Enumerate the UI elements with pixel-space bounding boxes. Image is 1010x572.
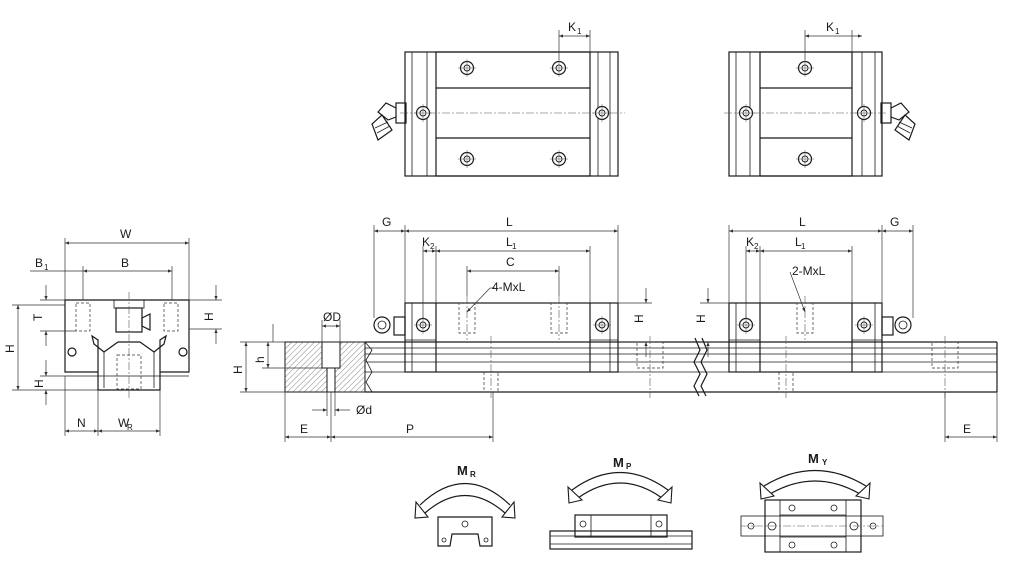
dim-h3-left: H [618,288,652,357]
svg-text:L: L [799,215,806,229]
side-view-block-right [728,296,912,373]
svg-text:1: 1 [835,27,840,36]
moment-mp: M P [549,455,693,550]
dim-g-left: G [373,215,406,318]
dim-e-right: E [944,392,998,442]
svg-text:h: h [253,356,267,363]
svg-text:P: P [626,462,632,471]
svg-text:L: L [506,215,513,229]
svg-text:P: P [406,422,414,436]
side-view-rail [284,336,998,398]
svg-text:W: W [118,416,130,430]
grease-nipple-right [880,102,916,141]
grease-nipple-left [371,102,407,141]
side-view-block-left [373,296,619,373]
dim-e-p: E P [284,392,494,442]
svg-text:W: W [120,227,132,241]
svg-text:1: 1 [512,242,517,251]
dim-hr-h: H h [231,324,322,393]
svg-text:1: 1 [44,263,49,272]
svg-text:R: R [470,470,476,479]
dim-w: W [64,227,190,300]
svg-text:1: 1 [801,242,806,251]
label-4-mxl: 4-MxL [466,280,526,313]
svg-text:B: B [35,256,43,270]
dim-n-wr: N W R [64,376,161,436]
svg-text:K: K [826,20,834,34]
svg-text:K: K [746,235,754,249]
svg-text:M: M [808,451,819,466]
end-view [64,292,190,400]
label-2-mxl: 2-MxL [789,264,826,313]
svg-text:2: 2 [430,242,435,251]
svg-text:M: M [457,463,468,478]
svg-text:G: G [890,215,899,229]
svg-text:H: H [32,379,46,388]
svg-text:E: E [300,422,308,436]
dim-k1-left: K 1 [558,20,591,60]
dim-h1: H [32,360,65,405]
svg-text:C: C [506,255,515,269]
svg-text:B: B [121,256,129,270]
svg-text:K: K [568,20,576,34]
svg-text:N: N [77,416,86,430]
svg-text:ØD: ØD [323,310,341,324]
dim-k2-l1-right: K 2 L 1 [745,235,853,318]
dim-h: H [3,304,98,391]
dim-b: B B 1 [30,256,173,300]
svg-text:2-MxL: 2-MxL [792,264,826,278]
svg-text:4-MxL: 4-MxL [492,280,526,294]
svg-text:T: T [31,313,45,321]
dim-h2: H [189,285,222,344]
dim-l-right: L [728,215,883,303]
dim-h3-right: H [694,288,729,357]
svg-text:G: G [382,215,391,229]
moment-mr: M R [414,463,516,547]
dim-k2-l1-left: K 2 L 1 [422,235,591,318]
svg-text:Ød: Ød [356,403,372,417]
svg-text:2: 2 [754,242,759,251]
dim-od-small: Ød [312,392,372,417]
svg-text:L: L [506,235,513,249]
top-view-right [724,51,916,177]
dim-k1-right: K 1 [804,20,862,60]
svg-text:K: K [422,235,430,249]
moment-my: M Y [740,451,884,553]
svg-text:R: R [127,423,133,432]
svg-text:Y: Y [822,458,828,467]
svg-text:H: H [231,365,245,374]
svg-text:H: H [3,344,17,353]
svg-text:M: M [613,455,624,470]
svg-text:H: H [632,314,646,323]
dim-l-left: L [405,215,619,303]
svg-text:1: 1 [577,27,582,36]
svg-text:E: E [963,422,971,436]
dim-c: C [466,255,560,296]
svg-text:H: H [202,312,216,321]
dim-od: ØD [321,310,341,342]
svg-text:L: L [795,235,802,249]
svg-text:H: H [694,314,708,323]
top-view-left [371,51,625,177]
dim-t: T [31,285,76,346]
dim-g-right: G [882,215,914,318]
